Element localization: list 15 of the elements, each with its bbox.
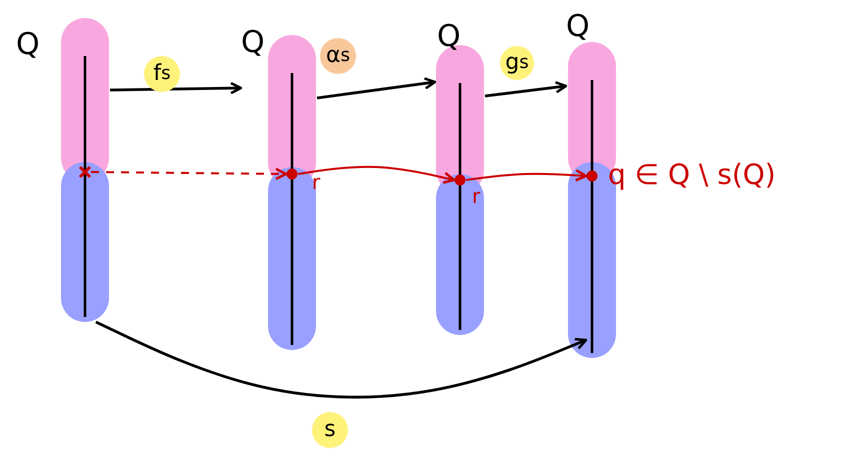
point-label: r bbox=[472, 186, 480, 206]
variable-label: Q bbox=[437, 22, 461, 52]
arrow bbox=[466, 169, 588, 182]
arrow bbox=[91, 168, 288, 180]
arrow bbox=[110, 82, 242, 94]
arrow bbox=[95, 320, 588, 399]
variable-label: Q bbox=[16, 30, 40, 60]
variable-label: Q bbox=[241, 28, 265, 58]
variable-label: Q bbox=[566, 12, 590, 42]
point-label: r bbox=[312, 172, 320, 192]
edge-label: s bbox=[312, 412, 348, 448]
arrow bbox=[316, 77, 436, 100]
arrow bbox=[484, 81, 568, 98]
set-annotation: q ∈ Q \ s(Q) bbox=[608, 158, 776, 191]
arrow bbox=[298, 166, 456, 184]
